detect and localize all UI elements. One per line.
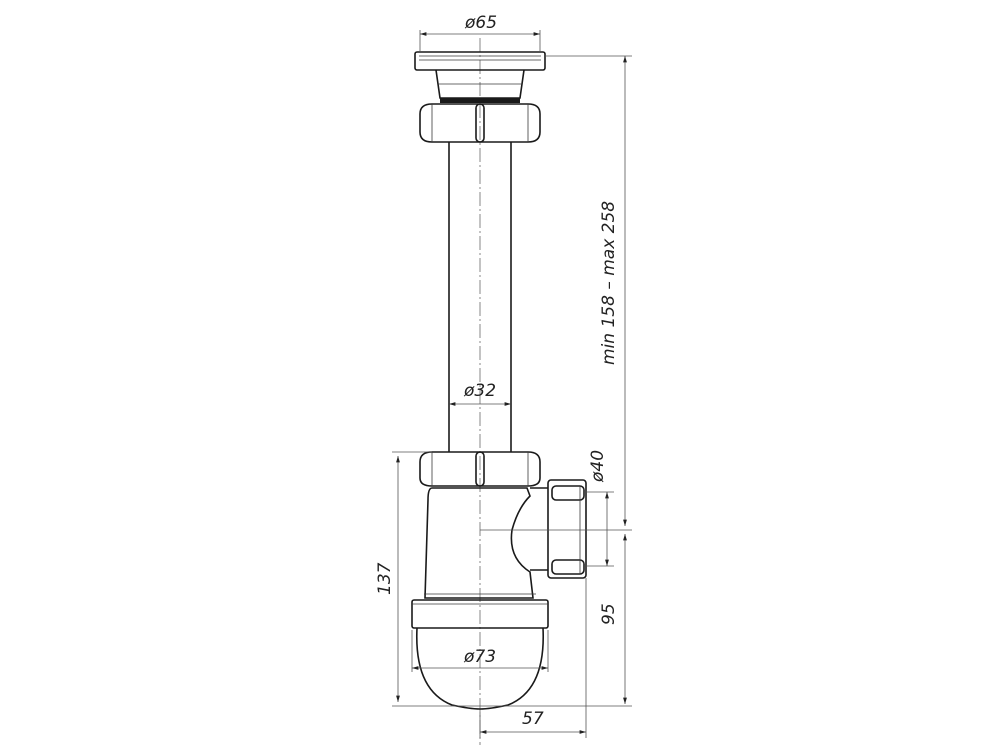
dim-total-height: min 158 – max 258 xyxy=(480,55,632,531)
svg-text:min 158 – max 258: min 158 – max 258 xyxy=(599,201,619,365)
vertical-pipe xyxy=(448,142,512,452)
svg-text:95: 95 xyxy=(599,603,619,625)
svg-text:ø32: ø32 xyxy=(463,381,496,401)
dim-pipe-diameter: ø32 xyxy=(449,381,511,406)
upper-nut xyxy=(419,103,541,143)
svg-text:57: 57 xyxy=(522,709,544,729)
dim-outlet-diameter: ø40 xyxy=(586,450,614,567)
svg-text:ø65: ø65 xyxy=(464,13,497,33)
top-flange xyxy=(414,51,546,103)
lower-nut xyxy=(419,451,541,487)
svg-text:ø40: ø40 xyxy=(588,450,608,483)
dim-body-height: 137 xyxy=(375,451,632,707)
dim-outlet-height: 95 xyxy=(599,534,627,704)
side-outlet xyxy=(530,479,587,579)
trap-body xyxy=(424,487,536,599)
bottle-bowl xyxy=(416,627,544,710)
bottle-ring xyxy=(411,599,549,629)
svg-text:ø73: ø73 xyxy=(463,647,496,667)
dim-bottle-diameter: ø73 xyxy=(411,630,549,672)
dim-flange-diameter: ø65 xyxy=(419,13,541,52)
dim-outlet-offset: 57 xyxy=(479,578,587,738)
svg-text:137: 137 xyxy=(375,562,395,595)
